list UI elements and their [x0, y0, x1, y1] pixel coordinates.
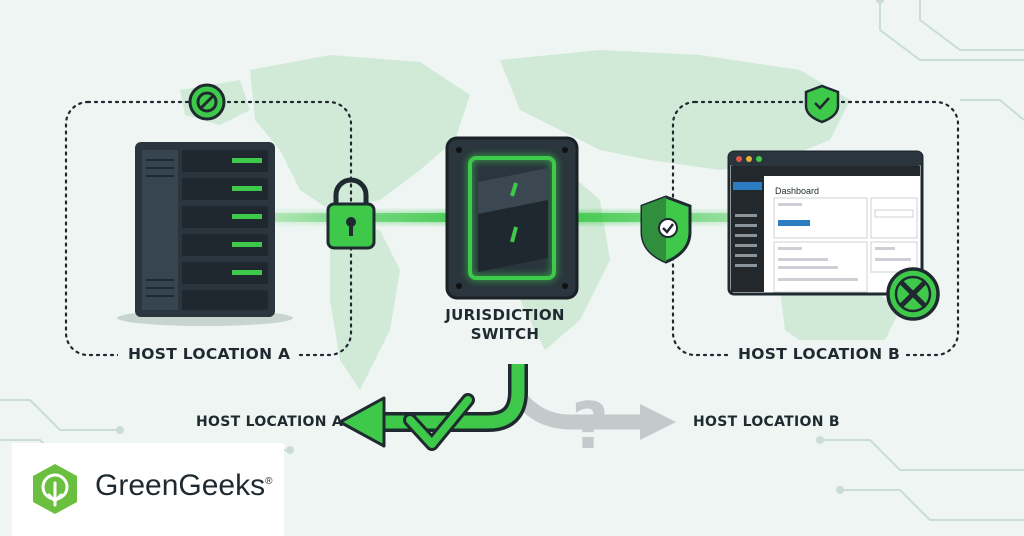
- greengeeks-leaf-icon: [33, 464, 77, 514]
- shield-check-icon: [640, 195, 692, 264]
- switch-label: JURISDICTION SWITCH: [445, 306, 565, 343]
- x-circle-icon: [886, 267, 940, 321]
- unknown-route-symbol: ?: [571, 390, 608, 464]
- brand-name: GreenGeeks®: [95, 469, 272, 503]
- host-a-label: HOST LOCATION A: [128, 345, 291, 363]
- brand-name-text: GreenGeeks: [95, 469, 266, 502]
- prohibited-icon: [188, 83, 226, 121]
- shield-check-icon: [804, 84, 840, 124]
- checkmark-icon: [403, 393, 475, 451]
- route-a-label: HOST LOCATION A: [196, 414, 344, 430]
- registered-mark: ®: [265, 476, 273, 487]
- dashboard-title: Dashboard: [775, 186, 819, 196]
- host-b-label: HOST LOCATION B: [738, 345, 901, 363]
- padlock-icon: [326, 177, 376, 250]
- route-b-label: HOST LOCATION B: [693, 414, 840, 430]
- server-rack-icon: [117, 142, 293, 326]
- jurisdiction-switch-icon: [445, 136, 579, 300]
- route-a-arrow: [338, 364, 528, 448]
- brand-logo: GreenGeeks®: [12, 443, 284, 536]
- dashboard-window: Dashboard: [727, 150, 924, 296]
